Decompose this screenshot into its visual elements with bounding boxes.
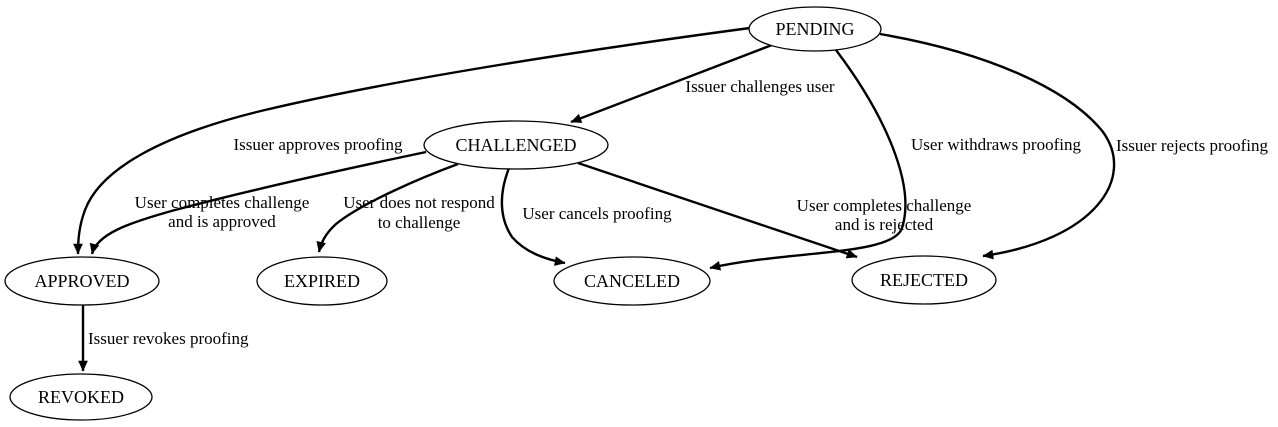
- state-node-canceled: CANCELED: [553, 256, 711, 306]
- edge-label-layer: Issuer challenges user Issuer approves p…: [88, 77, 1268, 348]
- edge-label-user-cancels-proofing: User cancels proofing: [522, 204, 672, 223]
- edge-label-user-does-not-respond-line1: User does not respond: [343, 193, 495, 212]
- state-label-revoked: REVOKED: [38, 387, 124, 407]
- edge-layer: [73, 26, 1116, 372]
- state-ellipse-approved: [4, 256, 160, 306]
- state-node-challenged: CHALLENGED: [423, 120, 609, 170]
- state-label-challenged: CHALLENGED: [456, 135, 577, 155]
- edge-label-user-does-not-respond-line2: to challenge: [378, 213, 461, 232]
- edge-pending-challenged: [570, 43, 773, 124]
- state-ellipse-challenged: [423, 120, 609, 170]
- edge-label-user-withdraws-proofing: User withdraws proofing: [911, 135, 1081, 154]
- state-label-rejected: REJECTED: [880, 270, 968, 290]
- edge-pending-rejected: [879, 32, 1116, 260]
- state-ellipse-rejected: [851, 255, 997, 305]
- state-ellipse-revoked: [9, 373, 153, 421]
- edge-label-issuer-revokes-proofing: Issuer revokes proofing: [88, 329, 249, 348]
- edge-label-user-completes-challenge-rejected-line2: and is rejected: [835, 215, 934, 234]
- state-node-pending: PENDING: [748, 6, 882, 52]
- state-ellipse-canceled: [553, 256, 711, 306]
- state-node-expired: EXPIRED: [256, 256, 388, 306]
- edge-challenged-expired: [316, 162, 459, 253]
- edge-challenged-rejected: [577, 161, 858, 259]
- state-node-revoked: REVOKED: [9, 373, 153, 421]
- edge-pending-approved: [73, 26, 751, 255]
- edge-label-user-completes-challenge-approved-line1: User completes challenge: [135, 193, 310, 212]
- edge-challenged-approved: [89, 150, 427, 255]
- edge-challenged-canceled: [500, 167, 566, 266]
- state-label-expired: EXPIRED: [284, 271, 360, 291]
- state-node-approved: APPROVED: [4, 256, 160, 306]
- edge-pending-canceled: [709, 49, 907, 271]
- state-ellipse-pending: [748, 6, 882, 52]
- state-node-rejected: REJECTED: [851, 255, 997, 305]
- state-label-approved: APPROVED: [34, 271, 129, 291]
- node-layer: PENDING CHALLENGED APPROVED EXPIRED CANC…: [4, 6, 997, 421]
- state-label-canceled: CANCELED: [584, 271, 680, 291]
- edge-label-issuer-challenges-user: Issuer challenges user: [685, 77, 835, 96]
- state-label-pending: PENDING: [776, 19, 855, 39]
- edge-label-issuer-rejects-proofing: Issuer rejects proofing: [1116, 136, 1269, 155]
- edge-label-issuer-approves-proofing: Issuer approves proofing: [233, 135, 403, 154]
- edge-label-user-completes-challenge-rejected-line1: User completes challenge: [797, 196, 972, 215]
- edge-label-user-completes-challenge-approved-line2: and is approved: [168, 212, 276, 231]
- state-ellipse-expired: [256, 256, 388, 306]
